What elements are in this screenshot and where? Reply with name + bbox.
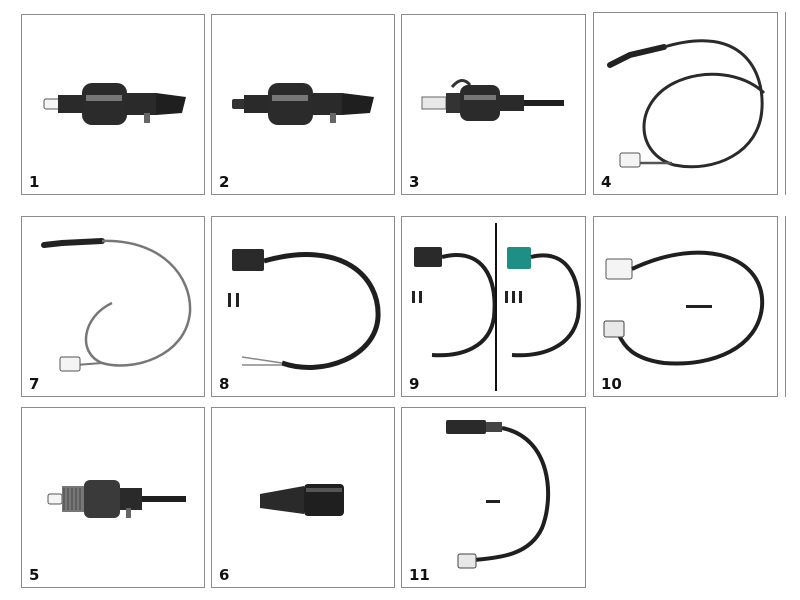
item-number: 10 [601, 375, 622, 393]
product-cell-3: 3 [401, 14, 586, 195]
product-cell-10: 10 [593, 216, 778, 397]
product-cell-9: 9 [401, 216, 586, 397]
product-cell-4: 4 [593, 12, 778, 195]
probe-cable-icon [607, 39, 766, 169]
next-column-edge [785, 216, 786, 397]
cable-black-connector-icon [228, 249, 381, 370]
item-number: 6 [219, 566, 230, 584]
switch-black-plunger-icon [232, 83, 374, 125]
cable-white-plug-icon [603, 250, 765, 366]
item-number: 1 [29, 173, 40, 191]
product-cell-1: 1 [21, 14, 205, 195]
switch-white-plunger-icon [43, 83, 186, 125]
item-number: 7 [29, 375, 40, 393]
product-cell-5: 5 [21, 407, 205, 588]
product-cell-6: 6 [211, 407, 395, 588]
item-number: 5 [29, 566, 40, 584]
short-cable-tab-icon [446, 420, 551, 569]
panel-divider [495, 223, 497, 391]
item-number: 2 [219, 173, 230, 191]
threaded-switch-icon [47, 480, 186, 518]
item-number: 3 [409, 173, 420, 191]
product-cell-7: 7 [21, 216, 205, 397]
cap-icon [260, 484, 344, 516]
next-column-edge [785, 12, 786, 195]
item-number: 4 [601, 173, 612, 191]
item-number: 9 [409, 375, 420, 393]
product-cell-8: 8 [211, 216, 395, 397]
cable-pair-connectors-icon [412, 247, 581, 358]
item-number: 11 [409, 566, 430, 584]
product-cell-2: 2 [211, 14, 395, 195]
probe-cable-icon [41, 238, 192, 372]
switch-long-shaft-icon [421, 79, 564, 121]
item-number: 8 [219, 375, 230, 393]
product-cell-11: 11 [401, 407, 586, 588]
